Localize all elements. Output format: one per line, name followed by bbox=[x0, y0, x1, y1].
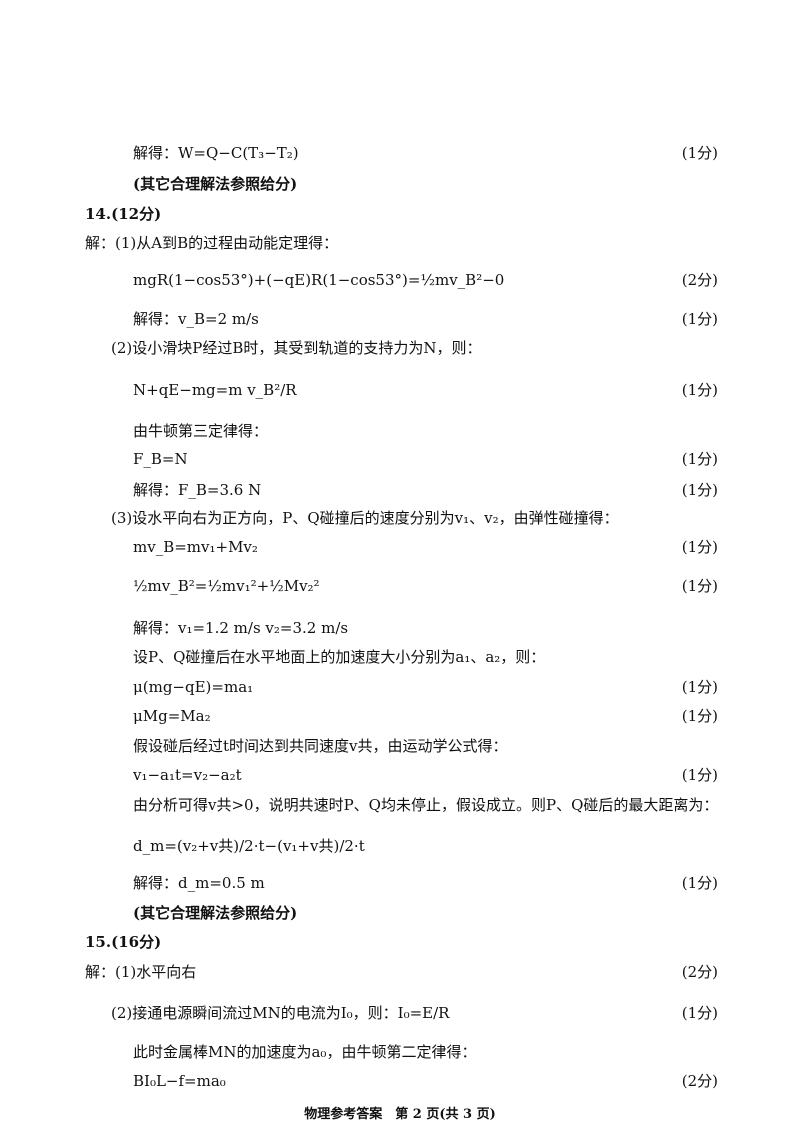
score: (1分) bbox=[681, 1004, 718, 1022]
score: (1分) bbox=[681, 577, 718, 595]
solution-step-text: 解：(1)水平向右 bbox=[85, 963, 197, 981]
solution-step-text: 由分析可得v共>0，说明共速时P、Q均未停止，假设成立。则P、Q碰后的最大距离为… bbox=[133, 796, 719, 814]
score: (1分) bbox=[681, 481, 718, 499]
score: (1分) bbox=[681, 538, 718, 556]
score: (2分) bbox=[681, 1072, 718, 1090]
equation-common-velocity: v₁−a₁t=v₂−a₂t bbox=[133, 766, 242, 784]
solution-step-text: 由牛顿第三定律得： bbox=[133, 422, 269, 440]
score: (1分) bbox=[681, 678, 718, 696]
question-heading-14: 14.(12分) bbox=[85, 205, 162, 223]
equation-friction-q: μMg=Ma₂ bbox=[133, 707, 211, 725]
question-heading-15: 15.(16分) bbox=[85, 933, 162, 951]
solution-step-text: 此时金属棒MN的加速度为a₀，由牛顿第二定律得： bbox=[133, 1043, 477, 1061]
score: (1分) bbox=[681, 381, 718, 399]
equation-momentum: mv_B=mv₁+Mv₂ bbox=[133, 538, 258, 556]
equation-friction-p: μ(mg−qE)=ma₁ bbox=[133, 678, 254, 696]
score: (1分) bbox=[681, 450, 718, 468]
note-other-solutions: (其它合理解法参照给分) bbox=[133, 175, 298, 193]
equation-force: N+qE−mg=m v_B²/R bbox=[133, 381, 297, 399]
score: (1分) bbox=[681, 144, 718, 162]
equation-result: 解得：v₁=1.2 m/s v₂=3.2 m/s bbox=[133, 619, 349, 637]
solution-step-text: 设P、Q碰撞后在水平地面上的加速度大小分别为a₁、a₂，则： bbox=[133, 648, 546, 666]
solution-step-text: 解：(1)从A到B的过程由动能定理得： bbox=[85, 234, 339, 252]
score: (1分) bbox=[681, 766, 718, 784]
equation-kinetic-energy: ½mv_B²=½mv₁²+½Mv₂² bbox=[133, 577, 320, 595]
equation-result: 解得：F_B=3.6 N bbox=[133, 481, 262, 499]
equation-max-distance: d_m=(v₂+v共)/2·t−(v₁+v共)/2·t bbox=[133, 837, 365, 855]
equation-result: 解得：d_m=0.5 m bbox=[133, 874, 265, 892]
solution-step-text: (3)设水平向右为正方向，P、Q碰撞后的速度分别为v₁、v₂，由弹性碰撞得： bbox=[111, 509, 619, 527]
score: (2分) bbox=[681, 271, 718, 289]
equation-work: 解得：W=Q−C(T₃−T₂) bbox=[133, 144, 299, 162]
equation-newton-second-law: BI₀L−f=ma₀ bbox=[133, 1072, 226, 1090]
solution-step-text: 假设碰后经过t时间达到共同速度v共，由运动学公式得： bbox=[133, 737, 508, 755]
solution-step-text: (2)设小滑块P经过B时，其受到轨道的支持力为N，则： bbox=[111, 339, 482, 357]
page-footer: 物理参考答案 第 2 页(共 3 页) bbox=[304, 1107, 496, 1122]
score: (1分) bbox=[681, 874, 718, 892]
equation-result: 解得：v_B=2 m/s bbox=[133, 310, 259, 328]
solution-step-text: (2)接通电源瞬间流过MN的电流为I₀，则：I₀=E/R bbox=[111, 1004, 450, 1022]
equation: F_B=N bbox=[133, 450, 188, 468]
score: (1分) bbox=[681, 707, 718, 725]
score: (2分) bbox=[681, 963, 718, 981]
note-other-solutions: (其它合理解法参照给分) bbox=[133, 904, 298, 922]
score: (1分) bbox=[681, 310, 718, 328]
equation-energy: mgR(1−cos53°)+(−qE)R(1−cos53°)=½mv_B²−0 bbox=[133, 271, 505, 289]
